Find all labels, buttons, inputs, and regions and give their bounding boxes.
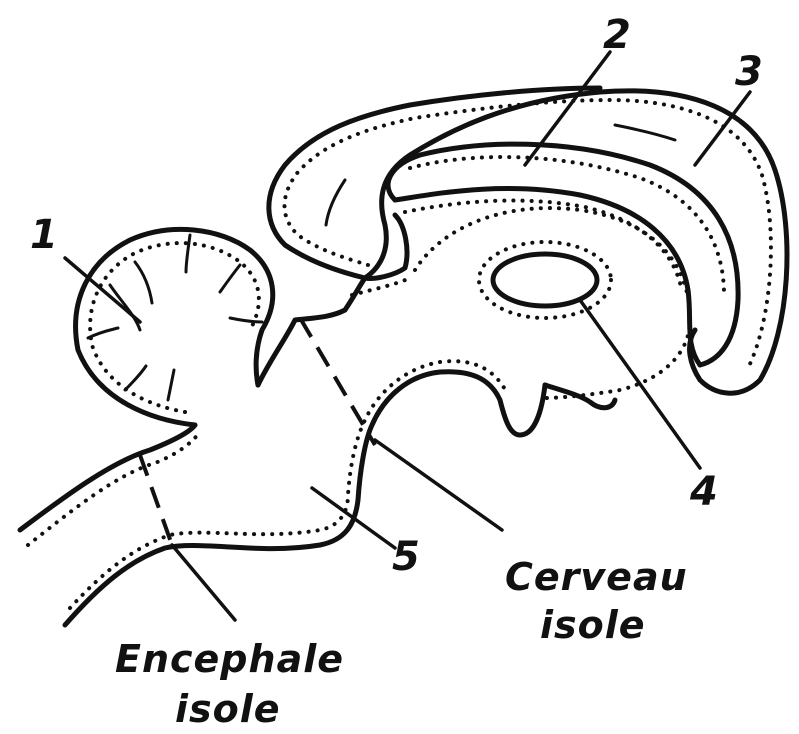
label-5: 5 (392, 534, 420, 580)
ventricle-oval (479, 242, 611, 318)
caption-cerveau-line2: isole (540, 603, 646, 647)
caption-cerveau-line1: Cerveau (505, 555, 688, 599)
caption-encephale-line1: Encephale (115, 637, 344, 681)
brainstem (20, 278, 545, 625)
caption-encephale-line2: isole (175, 687, 281, 731)
cerebellum (76, 229, 273, 425)
cerebral-hemisphere (269, 88, 787, 393)
cerveau-isole-cut (300, 318, 375, 445)
label-2: 2 (603, 12, 631, 58)
encephale-isole-cut (140, 455, 172, 545)
label-1: 1 (30, 212, 58, 258)
leader-4 (580, 300, 700, 468)
leader-5 (312, 488, 395, 548)
label-3: 3 (735, 49, 763, 95)
leader-cerveau (375, 440, 502, 530)
label-4: 4 (689, 469, 718, 515)
leader-encephale (172, 545, 235, 620)
